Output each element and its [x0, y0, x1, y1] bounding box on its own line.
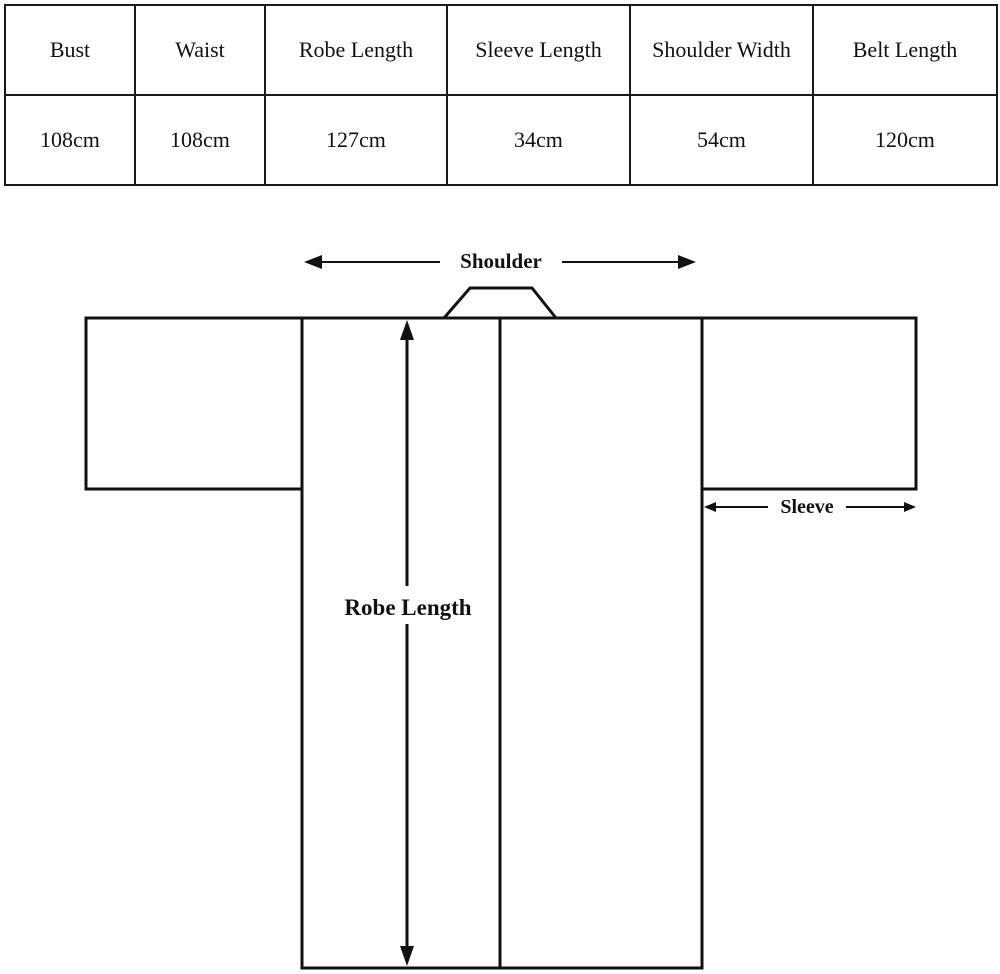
robe-body	[300, 316, 704, 970]
value-belt-length: 120cm	[812, 94, 998, 186]
shoulder-arrow-right-head	[678, 255, 696, 269]
shoulder-arrow-left-head	[304, 255, 322, 269]
size-value-row: 108cm 108cm 127cm 34cm 54cm 120cm	[4, 94, 998, 186]
sleeve-arrow-right-head	[904, 502, 916, 512]
robe-left-sleeve	[84, 316, 304, 491]
sleeve-label: Sleeve	[780, 496, 833, 518]
value-shoulder-width: 54cm	[629, 94, 814, 186]
size-chart-table: Bust Waist Robe Length Sleeve Length Sho…	[4, 4, 998, 186]
robe-length-arrow: Robe Length	[344, 320, 472, 966]
header-sleeve-length: Sleeve Length	[446, 4, 631, 96]
value-waist: 108cm	[134, 94, 266, 186]
robe-right-sleeve	[700, 316, 918, 491]
size-header-row: Bust Waist Robe Length Sleeve Length Sho…	[4, 4, 998, 96]
header-belt-length: Belt Length	[812, 4, 998, 96]
header-shoulder-width: Shoulder Width	[629, 4, 814, 96]
shoulder-label: Shoulder	[460, 249, 542, 273]
shoulder-arrow: Shoulder	[304, 249, 696, 273]
robe-length-arrow-bottom-head	[400, 946, 414, 966]
sleeve-arrow: Sleeve	[704, 496, 916, 518]
header-robe-length: Robe Length	[264, 4, 448, 96]
robe-length-arrow-top-head	[400, 320, 414, 340]
header-bust: Bust	[4, 4, 136, 96]
header-waist: Waist	[134, 4, 266, 96]
value-robe-length: 127cm	[264, 94, 448, 186]
robe-length-label: Robe Length	[344, 595, 471, 620]
sleeve-arrow-left-head	[704, 502, 716, 512]
value-sleeve-length: 34cm	[446, 94, 631, 186]
robe-collar	[442, 286, 558, 319]
value-bust: 108cm	[4, 94, 136, 186]
